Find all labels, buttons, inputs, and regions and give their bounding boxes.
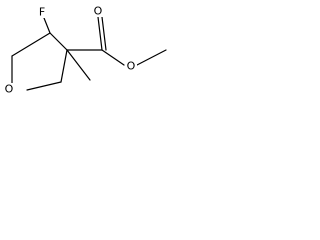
- carbonyl-oxygen-label-bg: [92, 5, 104, 17]
- bond-carbonyl-oxygen: [101, 49, 125, 66]
- fluorine-label-bg: [36, 6, 48, 18]
- bond-c3-c2: [60, 49, 68, 83]
- fluorine-label: F: [39, 6, 45, 19]
- ring-oxygen-label: O: [5, 83, 14, 96]
- bond-carbonyl-double-1: [97, 16, 103, 51]
- bond-methyl: [66, 49, 91, 81]
- carbonyl-oxygen-label: O: [94, 5, 103, 18]
- bond-c5-c4: [11, 32, 51, 57]
- ester-oxygen-label-bg: [125, 60, 137, 72]
- bond-c4-f: [43, 17, 51, 34]
- molecule-structure: F O O O: [3, 5, 167, 96]
- bond-c2-o: [26, 81, 62, 91]
- bond-oxygen-methyl: [136, 49, 167, 66]
- ring-oxygen-label-bg: [3, 83, 15, 95]
- bond-c4-c3: [49, 32, 68, 51]
- ester-oxygen-label: O: [127, 60, 136, 73]
- bond-carbonyl-double-2: [101, 16, 107, 51]
